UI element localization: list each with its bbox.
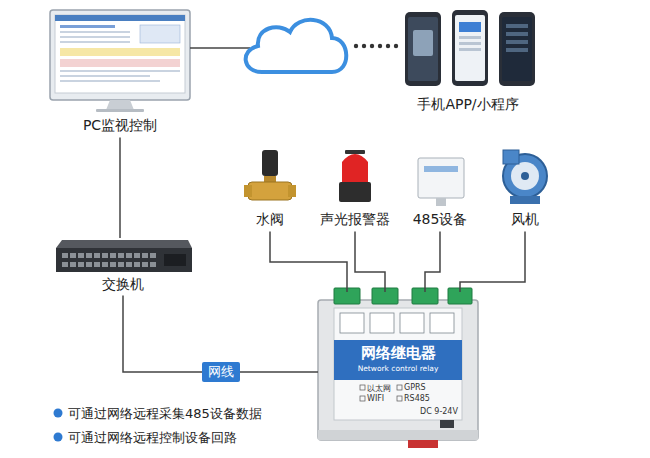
- app-node: 手机APP/小程序: [414, 95, 521, 115]
- relay-node: 网络继电器Network control relay: [318, 292, 478, 440]
- note-text: 可通过网络远程控制设备回路: [68, 429, 237, 447]
- wire-connector: [355, 232, 385, 293]
- pc-monitor: [50, 10, 190, 112]
- wire-connector: [460, 232, 525, 293]
- edge-label: 网线: [202, 362, 240, 382]
- node-title: PC监视控制: [83, 117, 157, 135]
- panel-label: GPRS: [404, 383, 426, 392]
- bullet-dot: [54, 433, 63, 442]
- wire-connector: [270, 232, 347, 293]
- device-node: 声光报警器: [317, 210, 393, 230]
- water-valve-icon: [244, 150, 296, 200]
- panel-label: DC 9-24V: [420, 407, 458, 416]
- network-wire: [190, 47, 250, 49]
- node-title: 水阀: [256, 211, 284, 229]
- node-title: 风机: [511, 211, 539, 229]
- node-title: 485设备: [413, 211, 468, 229]
- device-node: 485设备: [410, 210, 471, 230]
- device-node: 风机: [508, 210, 542, 230]
- fan-icon: [503, 150, 547, 204]
- bullet-dot: [54, 409, 63, 418]
- panel-label: 以太网: [367, 383, 391, 394]
- wire-connector: [425, 232, 440, 293]
- cloud: [246, 20, 347, 72]
- node-title: 网络继电器: [318, 344, 478, 363]
- rs485-sensor-icon: [418, 158, 464, 206]
- panel-label: WIFI: [367, 394, 384, 403]
- panel-label: RS485: [404, 394, 430, 403]
- node-title: 交换机: [50, 276, 196, 294]
- wire-connector: [123, 296, 318, 373]
- switch-node: 交换机: [50, 238, 196, 294]
- alarm-icon: [339, 150, 371, 202]
- relay-housing: [318, 288, 478, 448]
- device-node: 水阀: [253, 210, 287, 230]
- note-text: 可通过网络远程采集485设备数据: [68, 405, 262, 423]
- switch-icon: [56, 240, 192, 272]
- pc-node: PC监视控制: [80, 116, 160, 136]
- node-title: 声光报警器: [320, 211, 390, 229]
- node-subtitle: Network control relay: [318, 364, 478, 373]
- wireless-dots: [354, 44, 398, 48]
- phones: [405, 10, 535, 86]
- wire-connector: [119, 138, 121, 239]
- node-title: 手机APP/小程序: [417, 96, 518, 114]
